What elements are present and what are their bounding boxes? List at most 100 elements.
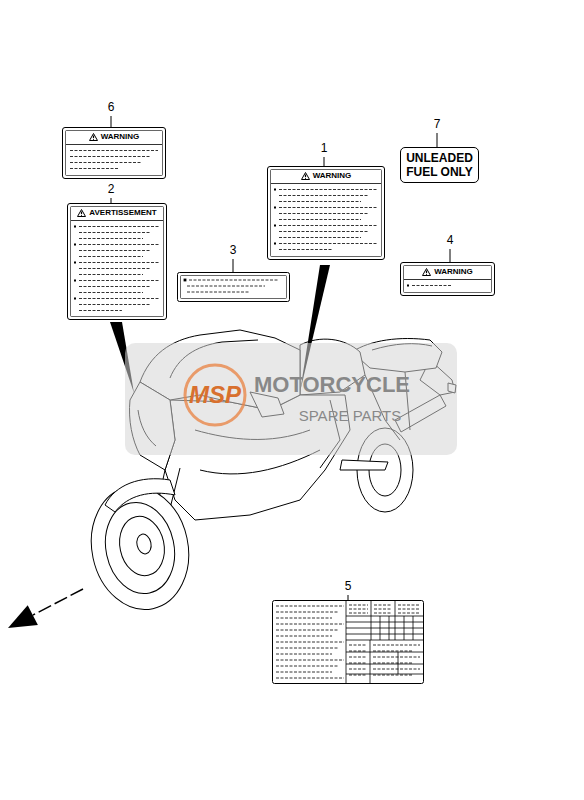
print-line [398, 609, 420, 610]
print-line [349, 609, 368, 610]
print-line [70, 156, 150, 157]
warning-label: AVERTISSEMENT [67, 203, 167, 320]
print-line [373, 657, 420, 658]
table-line [346, 652, 423, 653]
table-line [346, 664, 423, 665]
warning-triangle [301, 172, 310, 180]
print-line [279, 195, 369, 196]
fuel-notice: UNLEADED FUEL ONLY [405, 151, 474, 179]
print-line [276, 654, 332, 655]
exclamation [305, 175, 306, 178]
print-line [276, 648, 338, 649]
warning-label: WARNING [267, 166, 385, 260]
print-line [276, 624, 344, 625]
label-heading: AVERTISSEMENT [74, 208, 160, 218]
callout-number: 4 [447, 233, 454, 247]
print-line [276, 672, 332, 673]
table-line [346, 601, 347, 683]
exclamation [81, 212, 82, 215]
table-line [346, 674, 423, 675]
watermark-logo [185, 365, 245, 425]
label-frame [404, 266, 492, 293]
leader-line [111, 116, 112, 127]
triangle-outline [423, 269, 431, 276]
warning-label: WARNING [400, 262, 495, 296]
print-line [349, 651, 367, 652]
print-line [79, 262, 159, 263]
print-line [79, 310, 122, 311]
print-line [79, 298, 159, 299]
bullet [74, 280, 76, 282]
print-line [279, 237, 361, 238]
print-line [276, 642, 344, 643]
print-line [187, 292, 250, 293]
print-line [373, 663, 412, 664]
print-line [279, 207, 377, 208]
label-heading: WARNING [69, 132, 159, 142]
print-line [349, 605, 368, 606]
print-line [79, 226, 159, 227]
print-line [349, 663, 367, 664]
table-line [346, 634, 423, 635]
print-line [349, 645, 367, 646]
label-heading: WARNING [407, 267, 488, 277]
bullet [184, 279, 186, 281]
print-line [279, 201, 361, 202]
label-frame [66, 131, 163, 176]
print-line [374, 613, 392, 614]
leader-line [233, 259, 234, 272]
callout-number: 5 [345, 579, 352, 593]
table-line [389, 616, 390, 640]
bullet [407, 285, 409, 287]
label-frame [181, 276, 287, 299]
exclamation-dot [81, 215, 82, 216]
print-line [279, 243, 377, 244]
callout-number: 6 [108, 100, 115, 114]
watermark-logo-text: MSP [189, 381, 241, 409]
exclamation [93, 136, 94, 139]
print-line [70, 168, 119, 169]
label-print [184, 279, 423, 683]
warning-triangle [77, 209, 86, 217]
print-line [79, 238, 143, 239]
front-wheel [80, 477, 200, 618]
print-line [349, 669, 367, 670]
print-line [373, 669, 420, 670]
triangle-outline [301, 173, 309, 180]
watermark-band [125, 343, 457, 455]
watermark-text: SPARE PARTS [299, 407, 402, 424]
print-line [79, 280, 159, 281]
spec-label [273, 601, 424, 684]
table-line [404, 616, 405, 640]
print-line [79, 256, 143, 257]
label-print [68, 204, 166, 319]
leader-line [324, 157, 325, 166]
print-line [398, 613, 420, 614]
callout-number: 3 [230, 243, 237, 257]
direction-arrow-line [33, 589, 83, 615]
print-line [374, 605, 392, 606]
bullet [74, 298, 76, 300]
bullet [274, 225, 276, 227]
table-line [346, 628, 423, 629]
print-line [349, 675, 367, 676]
exclamation-dot [426, 274, 427, 275]
heading-rule [271, 183, 381, 184]
leader-line [450, 249, 451, 262]
heading-rule [66, 144, 162, 145]
warning-heading: WARNING [313, 171, 352, 181]
callout-number: 1 [321, 141, 328, 155]
label-print [268, 167, 384, 259]
print-line [79, 232, 151, 233]
bullet [74, 226, 76, 228]
print-line [373, 675, 412, 676]
callout-number: 2 [108, 182, 115, 196]
print-line [279, 189, 377, 190]
print-line [276, 630, 338, 631]
bullet [274, 243, 276, 245]
print-line [349, 613, 368, 614]
leader-line [348, 595, 349, 600]
table-line [413, 616, 414, 640]
